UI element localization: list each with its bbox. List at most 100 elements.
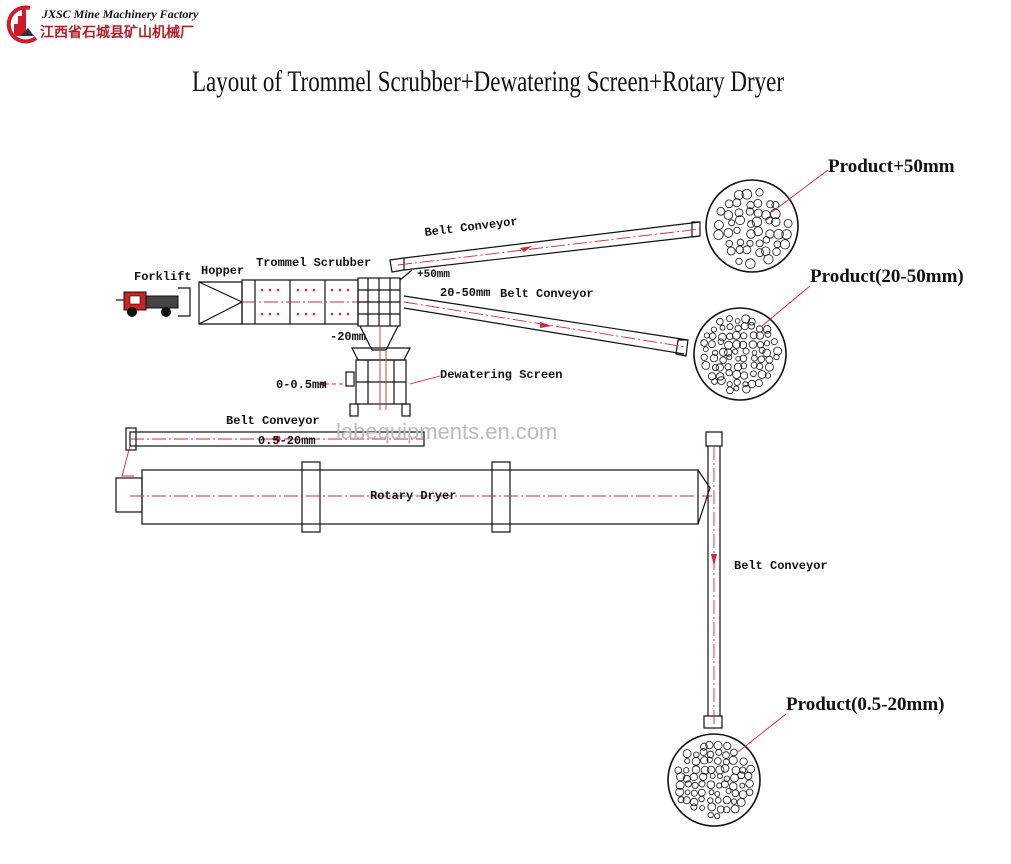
rock-particle (740, 322, 749, 331)
rock-particle (732, 370, 741, 379)
rock-particle (723, 228, 734, 238)
rock-particle (763, 340, 771, 347)
rock-particle (738, 790, 748, 799)
rock-particle (709, 354, 719, 363)
rock-particle (705, 740, 714, 750)
belt-conveyor-vertical (703, 431, 723, 730)
belt-conveyor-left-label: Belt Conveyor (226, 414, 320, 428)
rock-particle (691, 756, 701, 766)
rock-particle (742, 245, 752, 255)
rock-particle (773, 229, 784, 240)
leader-line-05-20 (737, 713, 787, 753)
rock-particle (717, 376, 726, 385)
rock-particle (756, 341, 765, 349)
rock-particle (719, 356, 727, 364)
watermark-text: labequipments.en.com (336, 419, 557, 444)
leader-line-20-50 (761, 285, 811, 327)
rock-particle (706, 756, 713, 763)
rock-particle (724, 348, 733, 357)
rock-particle (739, 371, 749, 380)
rock-particle (731, 789, 740, 798)
belt-conveyor-vertical-label: Belt Conveyor (734, 559, 828, 573)
rock-particle (783, 218, 793, 228)
rock-particle (684, 758, 691, 765)
rock-particle (730, 804, 740, 814)
rock-particle (684, 789, 691, 796)
rock-particle (699, 748, 708, 756)
product-plus50-label: Product+50mm (828, 156, 955, 177)
trommel-scrubber-label: Trommel Scrubber (256, 256, 371, 270)
rock-particle (734, 324, 742, 332)
rock-particle (683, 767, 690, 774)
rock-particle (707, 765, 716, 774)
product-20-50-label: Product(20-50mm) (810, 266, 964, 287)
rock-particle (723, 210, 734, 220)
rock-particle (714, 813, 721, 820)
rock-particle (717, 338, 725, 346)
rock-particle (706, 750, 715, 759)
rock-particle (701, 360, 711, 370)
page-title: Layout of Trommel Scrubber+Dewatering Sc… (192, 65, 784, 98)
rock-particle (728, 219, 735, 227)
rock-particle (735, 245, 744, 254)
rock-particle (755, 239, 764, 248)
rock-particle (746, 764, 755, 774)
hopper-label: Hopper (201, 264, 244, 278)
rock-particle (738, 340, 748, 349)
rock-particle (739, 766, 747, 774)
rock-particle (755, 325, 764, 333)
rock-particle (757, 355, 765, 363)
rock-particle (735, 215, 745, 226)
rock-particle (724, 199, 734, 209)
rock-particle (717, 773, 723, 779)
rock-particle (700, 339, 708, 347)
rock-particle (714, 796, 722, 804)
rock-particle (747, 321, 756, 330)
product-pile-plus50 (705, 179, 799, 273)
rock-particle (702, 346, 709, 353)
rock-particle (753, 226, 763, 237)
rock-particle (762, 236, 771, 244)
rock-particle (740, 332, 748, 340)
rock-particle (719, 324, 726, 331)
rock-particle (739, 354, 748, 363)
rock-particle (714, 791, 721, 797)
rock-particle (779, 239, 791, 250)
belt-conveyor-mid (403, 295, 689, 357)
rock-particle (736, 238, 745, 247)
rock-particle (682, 749, 692, 759)
trommel-scrubber (241, 277, 401, 351)
rock-particle (733, 226, 741, 234)
rock-particle (723, 742, 732, 751)
rock-particle (753, 198, 763, 208)
rock-particle (708, 340, 716, 349)
rock-particle (751, 349, 758, 356)
rock-particle (682, 796, 691, 805)
rock-particle (726, 323, 734, 331)
rock-particle (722, 751, 730, 759)
rock-particle (735, 355, 741, 362)
rock-particle (724, 363, 732, 371)
rock-particle (675, 780, 685, 790)
rock-particle (746, 239, 754, 247)
dewatering-screen (318, 326, 411, 417)
rock-particle (707, 811, 714, 819)
rock-particle (730, 798, 738, 805)
rock-particle (745, 207, 755, 216)
rock-particle (690, 789, 698, 797)
rock-particle (726, 315, 733, 323)
rock-particle (700, 756, 709, 765)
rock-particle (761, 210, 771, 220)
rock-particle (709, 332, 717, 340)
rock-particle (715, 765, 725, 775)
rock-particle (700, 742, 708, 751)
rock-particle (745, 779, 754, 788)
rock-particle (731, 331, 741, 340)
rock-particle (748, 340, 758, 349)
rock-particle (762, 325, 772, 334)
rock-particle (753, 208, 763, 218)
forklift-label: Forklift (134, 270, 192, 284)
rotary-dryer-label: Rotary Dryer (370, 489, 456, 503)
rock-particle (742, 385, 751, 394)
